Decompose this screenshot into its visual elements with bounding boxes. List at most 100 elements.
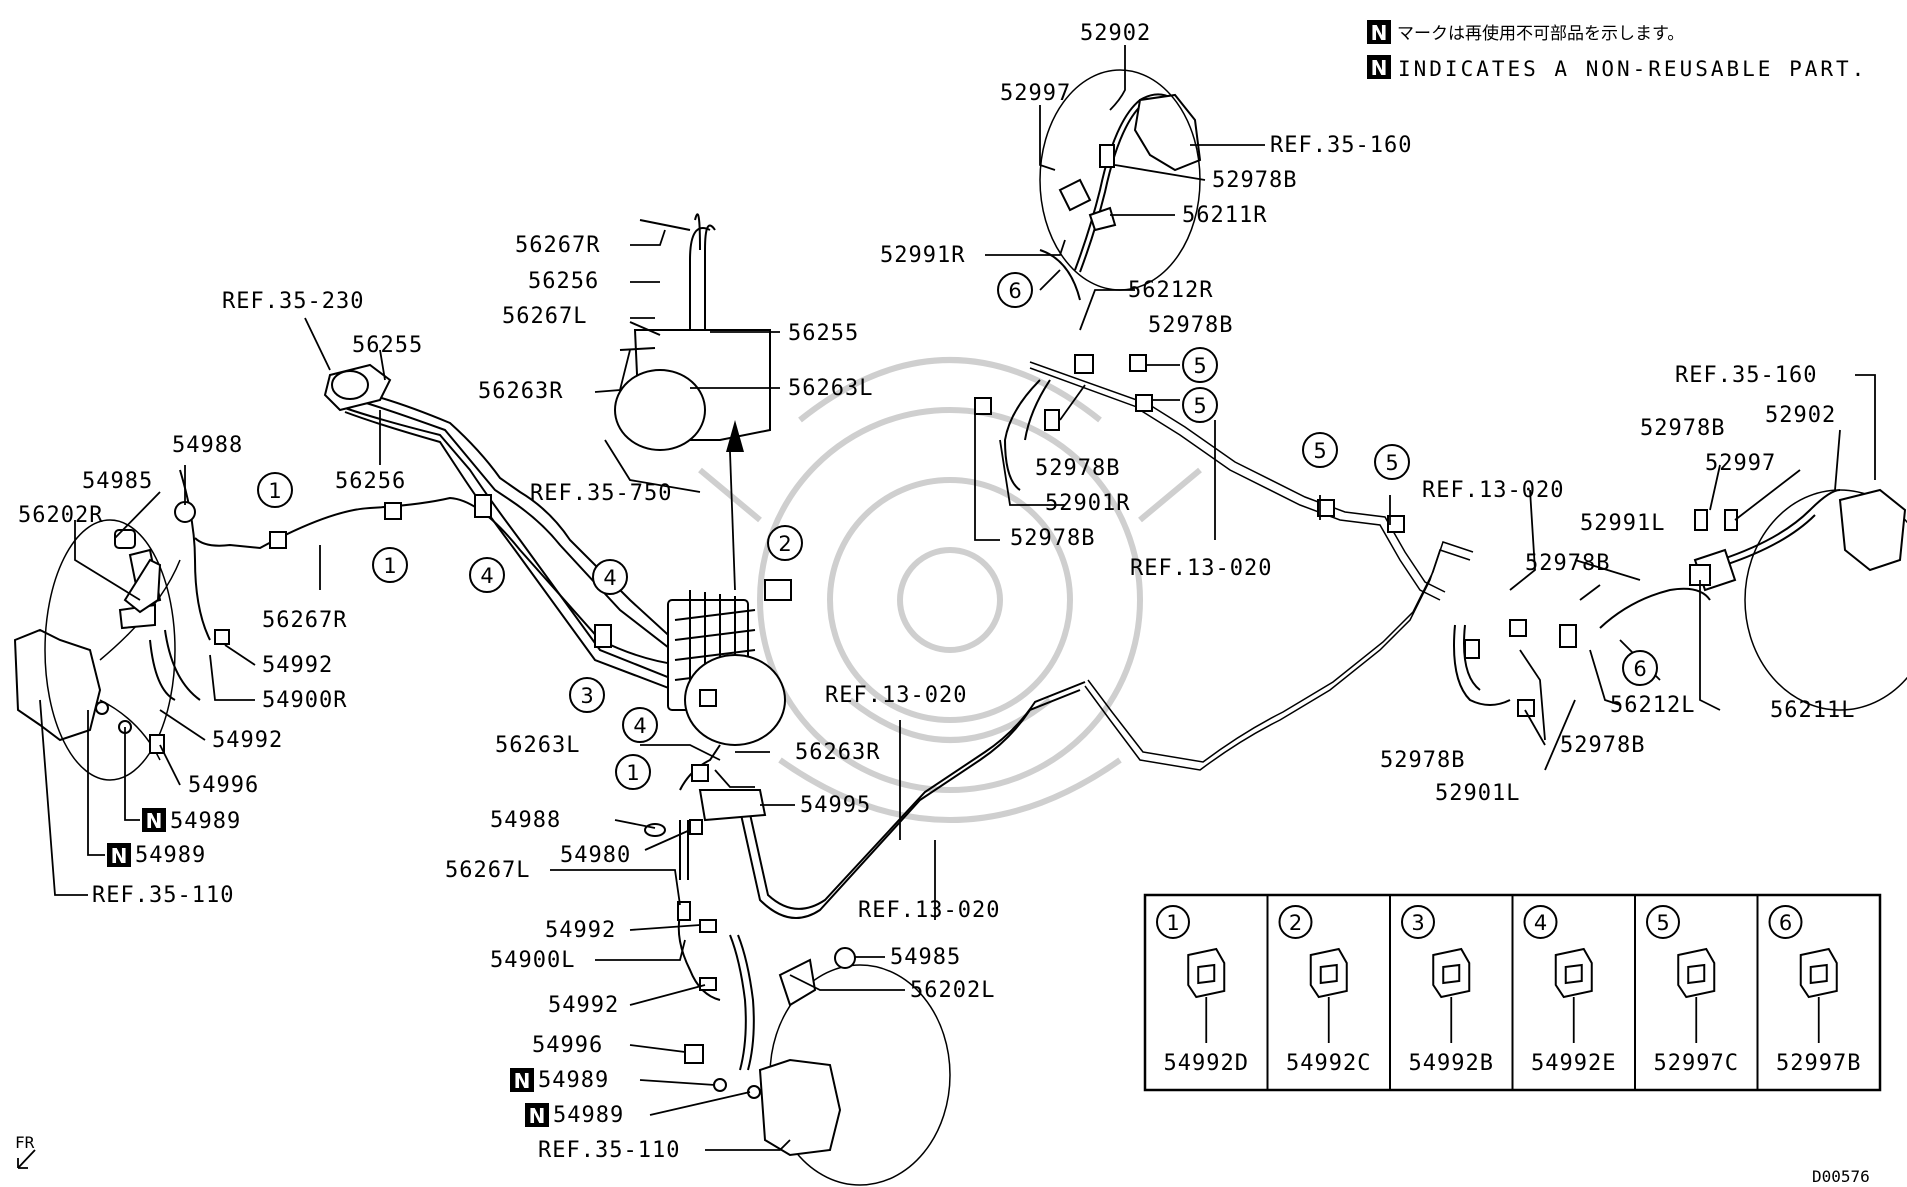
label-56212L: 56212L xyxy=(1610,693,1695,718)
legend-cell-1: 1 54992D xyxy=(1156,905,1249,1076)
front-arrow-icon xyxy=(17,1149,36,1169)
label-52997-top: 52997 xyxy=(1000,81,1071,106)
label-54988-b: 54988 xyxy=(490,808,561,833)
legend-number-circle xyxy=(1156,905,1190,939)
legend-part-number: 54992D xyxy=(1164,1051,1249,1076)
label-52901R: 52901R xyxy=(1045,491,1130,516)
rear-left-caliper xyxy=(758,958,951,1186)
legend-number: 4 xyxy=(1534,911,1547,935)
clip-icon xyxy=(1309,947,1348,999)
label-ref13020-a: REF.13-020 xyxy=(1130,556,1272,581)
label-56267L-top: 56267L xyxy=(502,304,587,329)
n-mark-text-54989-d: N xyxy=(529,1104,546,1128)
svg-text:5: 5 xyxy=(1193,394,1206,418)
callout-5-c: 5 xyxy=(1302,432,1338,468)
callout-1-a: 1 xyxy=(257,472,293,508)
legend-cell-5: 5 52997C xyxy=(1634,895,1739,1090)
label-54992-b: 54992 xyxy=(212,728,283,753)
label-54980: 54980 xyxy=(560,843,631,868)
clip-1-b xyxy=(384,502,402,520)
clip-4-c xyxy=(699,689,717,707)
clip-1-c xyxy=(691,764,709,782)
label-56267R-left: 56267R xyxy=(262,608,347,633)
label-54995: 54995 xyxy=(800,793,871,818)
label-56267R-top: 56267R xyxy=(515,233,600,258)
label-52991L: 52991L xyxy=(1580,511,1665,536)
label-52978B-b: 52978B xyxy=(1148,313,1233,338)
bracket-56202R xyxy=(123,558,162,614)
washer-54992-d xyxy=(699,977,717,991)
label-ref35230: REF.35-230 xyxy=(222,289,364,314)
label-54989-c: 54989 xyxy=(538,1068,609,1093)
label-56211R: 56211R xyxy=(1182,203,1267,228)
clip-5-a xyxy=(1129,354,1147,372)
label-ref35750: REF.35-750 xyxy=(530,481,672,506)
clip-4-a xyxy=(474,494,492,518)
clip-icon xyxy=(1799,947,1838,999)
watermark-emblem xyxy=(698,357,1202,823)
gasket-54989-b xyxy=(95,701,109,715)
callout-4-a: 4 xyxy=(469,557,505,593)
clip-5-b xyxy=(1135,394,1153,412)
bolt-52978B-a xyxy=(1099,144,1115,168)
callout-5-a: 5 xyxy=(1182,347,1218,383)
svg-text:6: 6 xyxy=(1633,657,1646,681)
label-56211L: 56211L xyxy=(1770,698,1855,723)
bolt-54980 xyxy=(689,819,703,835)
clip-5-c xyxy=(1317,499,1335,517)
clip-icon xyxy=(1432,947,1471,999)
n-mark-jp: N xyxy=(1371,21,1388,45)
n-mark-54989-d xyxy=(525,1103,549,1127)
legend-number-circle xyxy=(1278,905,1313,939)
label-52978B-g: 52978B xyxy=(1380,748,1465,773)
label-52978B-f: 52978B xyxy=(1525,551,1610,576)
callout-3: 3 xyxy=(569,677,605,713)
label-52978B-d: 52978B xyxy=(1010,526,1095,551)
washer-54992-a xyxy=(214,629,230,645)
fitting-56267L xyxy=(677,901,691,921)
bushing-54985-lower xyxy=(834,947,856,969)
label-52902-r: 52902 xyxy=(1765,403,1836,428)
legend-number: 2 xyxy=(1289,911,1302,935)
svg-text:1: 1 xyxy=(626,761,639,785)
clip-4-b xyxy=(594,624,612,648)
non-reusable-note: N マークは再使用不可部品を示します。 N INDICATES A NON-RE… xyxy=(1367,20,1864,81)
callout-5-b: 5 xyxy=(1182,387,1218,423)
leader-lines xyxy=(39,45,1876,1151)
label-56256-left: 56256 xyxy=(335,469,406,494)
legend-part-number: 54992B xyxy=(1409,1051,1494,1076)
label-56202R: 56202R xyxy=(18,503,103,528)
clip-icon xyxy=(1677,947,1716,999)
components xyxy=(13,69,1907,1186)
n-mark-54989-b xyxy=(107,843,131,867)
label-52991R: 52991R xyxy=(880,243,965,268)
abs-modulator-top xyxy=(614,213,771,451)
svg-text:5: 5 xyxy=(1313,439,1326,463)
label-56263R-top: 56263R xyxy=(478,379,563,404)
label-52902-top: 52902 xyxy=(1080,21,1151,46)
bolt-52978B-f xyxy=(1509,619,1527,637)
bracket-56212L xyxy=(1559,624,1577,648)
label-56255-left: 56255 xyxy=(352,333,423,358)
label-ref13020-c: REF.13-020 xyxy=(825,683,967,708)
legend-number: 1 xyxy=(1166,911,1179,935)
label-54985-b: 54985 xyxy=(890,945,961,970)
label-ref35160-top: REF.35-160 xyxy=(1270,133,1412,158)
label-52978B-c: 52978B xyxy=(1035,456,1120,481)
bolt-52978B-d xyxy=(974,397,992,415)
legend-number: 5 xyxy=(1656,911,1669,935)
clip-legend-table: 154992D254992C354992B454992E552997C65299… xyxy=(1143,893,1882,1092)
legend-part-number: 52997C xyxy=(1654,1051,1739,1076)
label-54900L: 54900L xyxy=(490,948,575,973)
label-52978B-a: 52978B xyxy=(1212,168,1297,193)
callout-1-b: 1 xyxy=(372,547,408,583)
label-54992-a: 54992 xyxy=(262,653,333,678)
label-ref13020-b: REF.13-020 xyxy=(1422,478,1564,503)
legend-number-circle xyxy=(1523,905,1558,939)
clip-icon xyxy=(1554,947,1593,999)
diagram-id: D00576 xyxy=(1812,1167,1870,1186)
label-56263R-b: 56263R xyxy=(795,740,880,765)
legend-part-number: 54992E xyxy=(1531,1051,1616,1076)
